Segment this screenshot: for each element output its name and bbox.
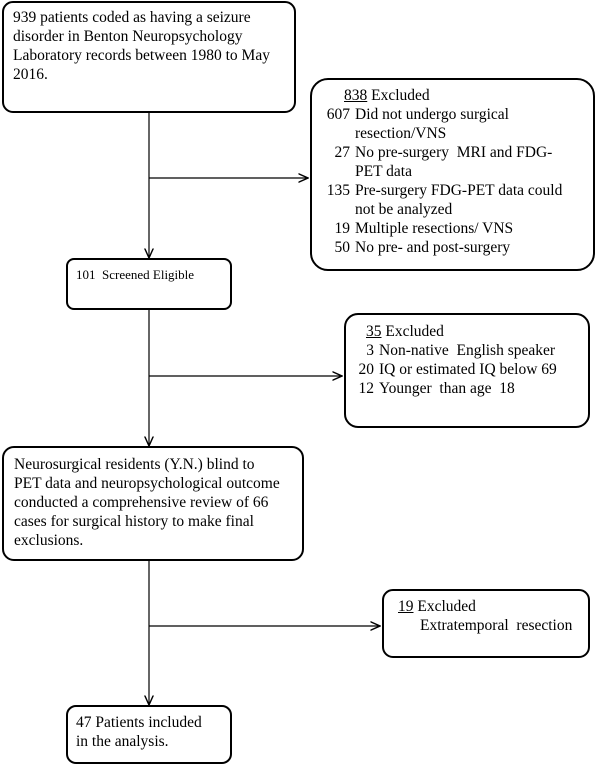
excluded1-item: 607 Did not undergo surgical — [320, 105, 587, 124]
excluded1-item-count: 135 — [326, 182, 350, 199]
excluded1-header: 838 Excluded — [320, 86, 587, 105]
excluded1-item-text: No pre- and post-surgery — [355, 239, 511, 256]
final-box: 47 Patients included in the analysis. — [66, 705, 232, 764]
excluded1-item-text: No pre-surgery MRI and FDG- — [355, 144, 553, 161]
excluded-box-2: 35 Excluded 3 Non-native English speaker… — [344, 313, 590, 428]
excluded-box-3: 19 Excluded Extratemporal resection — [382, 589, 590, 658]
review-line-2: PET data and neuropsychological outcome — [14, 475, 280, 492]
excluded2-item-text: Younger than age 18 — [379, 380, 515, 397]
excluded1-item-count: 27 — [334, 144, 351, 161]
excluded2-count: 35 — [366, 323, 382, 340]
excluded2-item-count: 12 — [358, 380, 375, 397]
excluded1-item-text: Multiple resections/ VNS — [355, 220, 514, 237]
review-line-5: exclusions. — [14, 532, 84, 549]
excluded2-item-count: 3 — [366, 342, 374, 359]
excluded3-header: 19 Excluded — [392, 597, 580, 616]
excluded1-item-count: 50 — [334, 239, 351, 256]
final-line-2: in the analysis. — [76, 733, 169, 750]
review-line-1: Neurosurgical residents (Y.N.) blind to — [14, 456, 255, 473]
start-line-3: Laboratory records between 1980 to May — [13, 47, 270, 64]
excluded1-item: 50 No pre- and post-surgery — [320, 238, 587, 257]
review-box: Neurosurgical residents (Y.N.) blind to … — [2, 446, 304, 561]
screened-box: 101 Screened Eligible — [66, 258, 232, 310]
excluded1-item: 135 Pre-surgery FDG-PET data could — [320, 181, 587, 200]
excluded2-item-count: 20 — [358, 361, 375, 378]
excluded2-item-text: Non-native English speaker — [379, 342, 556, 359]
excluded1-item-cont: resection/VNS — [355, 125, 447, 142]
start-line-1: 939 patients coded as having a seizure — [13, 9, 251, 26]
screened-text: 101 Screened Eligible — [76, 267, 195, 282]
excluded3-count: 19 — [398, 598, 414, 615]
excluded1-item: 19 Multiple resections/ VNS — [320, 219, 587, 238]
review-line-4: cases for surgical history to make final — [14, 513, 254, 530]
excluded-box-1: 838 Excluded 607 Did not undergo surgica… — [310, 78, 595, 271]
start-box: 939 patients coded as having a seizure d… — [2, 1, 296, 113]
excluded2-header: 35 Excluded — [352, 322, 582, 341]
excluded1-item-text: Pre-surgery FDG-PET data could — [355, 182, 563, 199]
excluded1-label: Excluded — [367, 87, 430, 104]
excluded3-label: Excluded — [413, 598, 476, 615]
start-line-4: 2016. — [13, 66, 48, 83]
excluded1-item-cont: PET data — [355, 163, 412, 180]
excluded1-item-count: 19 — [334, 220, 351, 237]
excluded3-detail: Extratemporal resection — [420, 617, 573, 634]
excluded2-item: 12 Younger than age 18 — [352, 379, 582, 398]
excluded2-label: Excluded — [381, 323, 444, 340]
excluded2-item: 3 Non-native English speaker — [352, 341, 582, 360]
excluded2-item-text: IQ or estimated IQ below 69 — [379, 361, 557, 378]
excluded1-count: 838 — [344, 87, 368, 104]
final-line-1: 47 Patients included — [76, 714, 202, 731]
excluded1-item-count: 607 — [326, 106, 350, 123]
excluded1-item: 27 No pre-surgery MRI and FDG- — [320, 143, 587, 162]
review-line-3: conducted a comprehensive review of 66 — [14, 494, 269, 511]
excluded1-item-cont: not be analyzed — [355, 201, 453, 218]
excluded1-item-text: Did not undergo surgical — [355, 106, 509, 123]
start-line-2: disorder in Benton Neuropsychology — [13, 28, 243, 45]
excluded2-item: 20 IQ or estimated IQ below 69 — [352, 360, 582, 379]
